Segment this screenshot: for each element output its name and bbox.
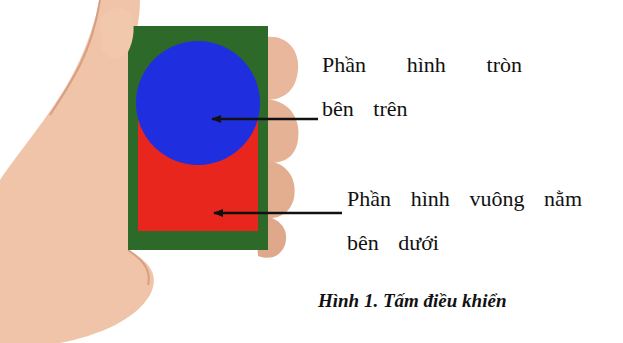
callout-label: Phần hình tròn bên trên [322, 43, 522, 131]
figure-caption: Hình 1. Tấm điều khiển [318, 290, 506, 312]
callout-label: Phần hình vuông nằm bên dưới [347, 177, 582, 265]
